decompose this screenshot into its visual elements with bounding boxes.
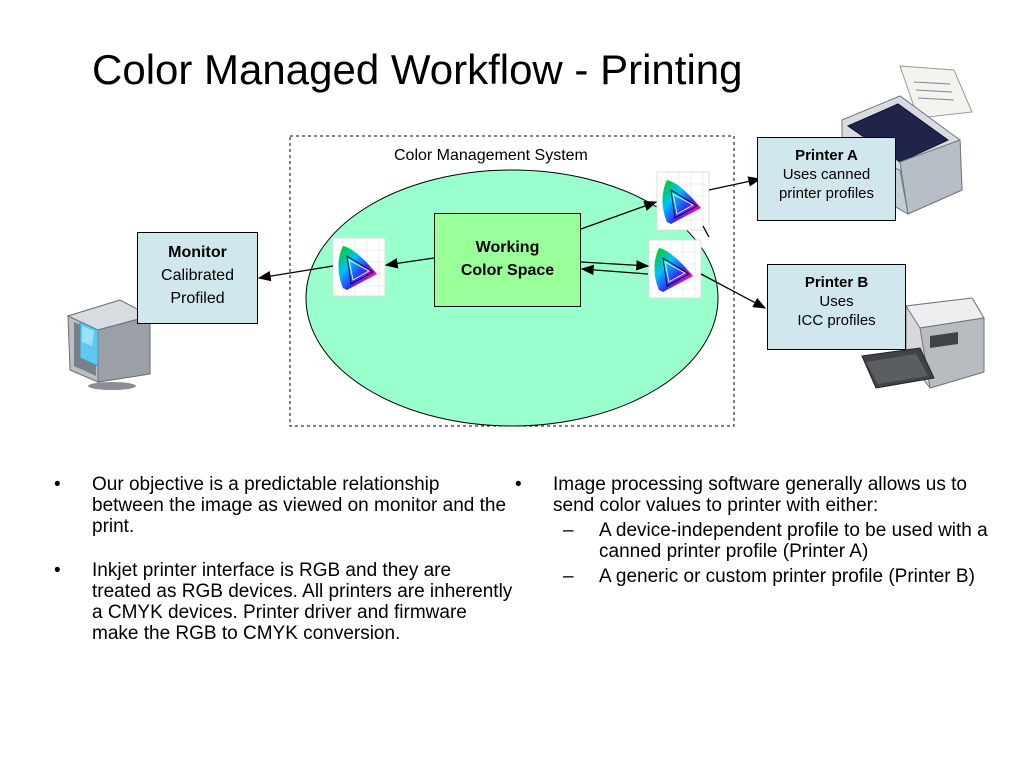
arrow-gamut-to-monitor <box>257 265 334 282</box>
arrow-working-to-gamut-b <box>580 260 650 271</box>
bullet-item: Inkjet printer interface is RGB and they… <box>54 560 514 644</box>
left-bullet-column: Our objective is a predictable relations… <box>54 474 514 644</box>
monitor-line1: Calibrated <box>161 267 234 284</box>
page-title: Color Managed Workflow - Printing <box>92 46 743 93</box>
cms-label: Color Management System <box>394 147 588 164</box>
printer-b-name: Printer B <box>804 274 869 291</box>
arrow-gamut-b-to-working <box>580 264 649 276</box>
printer-b-box: Printer B Uses ICC profiles <box>767 264 906 350</box>
arrow-working-to-gamut-left <box>384 257 435 269</box>
bullet-item: Our objective is a predictable relations… <box>54 474 514 537</box>
gamut-chart-icon <box>332 237 386 297</box>
working-line2: Color Space <box>460 262 555 279</box>
monitor-box: Monitor Calibrated Profiled <box>137 232 258 324</box>
large-format-printer-icon <box>861 297 985 389</box>
arrow-gamut-b-to-printer-b <box>700 273 767 309</box>
arrow-gamut-a-to-printer-a <box>708 176 762 191</box>
working-color-space-box: Working Color Space <box>434 213 581 307</box>
sub-bullet-item: A generic or custom printer profile (Pri… <box>515 566 1005 587</box>
printer-a-line1: Uses canned <box>782 166 871 183</box>
right-bullet-column: Image processing software generally allo… <box>515 474 1005 587</box>
arrow-working-to-gamut-a <box>580 201 658 230</box>
printer-a-name: Printer A <box>795 147 858 164</box>
sub-bullet-item: A device-independent profile to be used … <box>515 520 1005 562</box>
printer-a-line2: printer profiles <box>778 185 875 202</box>
working-line1: Working <box>475 239 540 256</box>
bullet-item: Image processing software generally allo… <box>515 474 1005 516</box>
printer-b-line2: ICC profiles <box>797 312 876 329</box>
monitor-icon <box>66 299 152 390</box>
printer-a-box: Printer A Uses canned printer profiles <box>757 137 896 221</box>
gamut-chart-icon <box>648 239 702 299</box>
gamut-chart-icon <box>656 171 710 231</box>
monitor-line2: Profiled <box>170 290 225 307</box>
printer-b-line1: Uses <box>819 293 854 310</box>
monitor-name: Monitor <box>168 244 227 261</box>
arrow-short-right <box>702 225 710 238</box>
